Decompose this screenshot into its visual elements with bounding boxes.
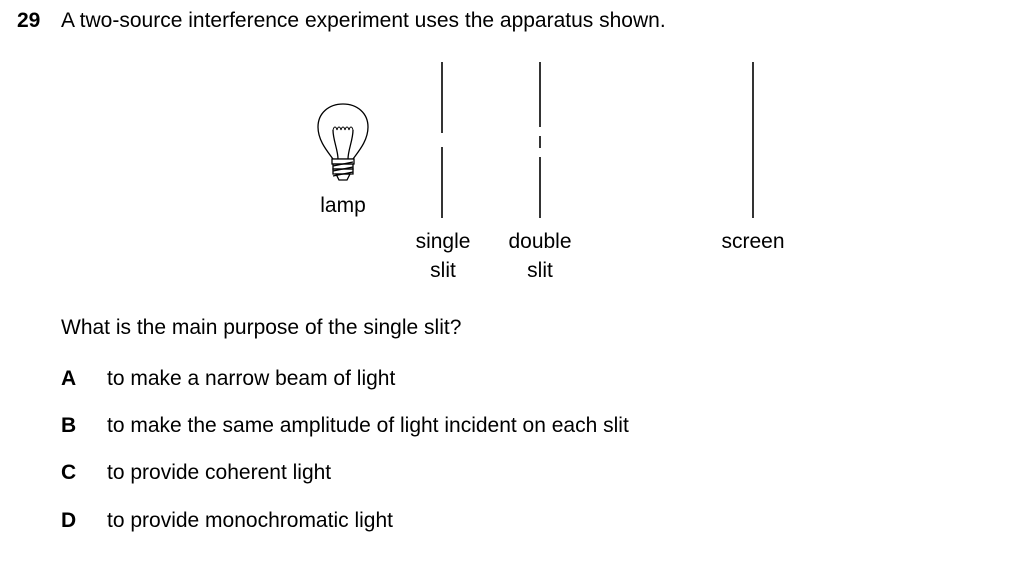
apparatus-diagram: [317, 62, 754, 218]
question-prompt: What is the main purpose of the single s…: [61, 316, 462, 339]
lamp-label: lamp: [320, 194, 366, 217]
single-slit-label-line1: single: [415, 230, 471, 253]
double-slit-label-line1: double: [508, 230, 572, 253]
single-slit-label: single slit: [398, 227, 488, 285]
question-text: A two-source interference experiment use…: [61, 9, 666, 32]
option-d-text: to provide monochromatic light: [107, 509, 393, 532]
option-a-text: to make a narrow beam of light: [107, 367, 396, 390]
option-d-letter: D: [61, 509, 77, 532]
option-b-text: to make the same amplitude of light inci…: [107, 414, 629, 437]
option-b[interactable]: B to make the same amplitude of light in…: [61, 413, 961, 439]
screen-label: screen: [721, 230, 785, 253]
double-slit-label-line2: slit: [527, 259, 553, 282]
lamp-icon: [317, 103, 369, 181]
question-number: 29: [17, 9, 41, 32]
option-b-letter: B: [61, 414, 77, 437]
option-a-letter: A: [61, 367, 77, 390]
option-c-text: to provide coherent light: [107, 461, 332, 484]
option-c[interactable]: C to provide coherent light: [61, 460, 961, 486]
double-slit-label: double slit: [495, 227, 585, 285]
option-c-letter: C: [61, 461, 77, 484]
single-slit-label-line2: slit: [430, 259, 456, 282]
option-d[interactable]: D to provide monochromatic light: [61, 508, 961, 534]
option-a[interactable]: A to make a narrow beam of light: [61, 366, 961, 392]
